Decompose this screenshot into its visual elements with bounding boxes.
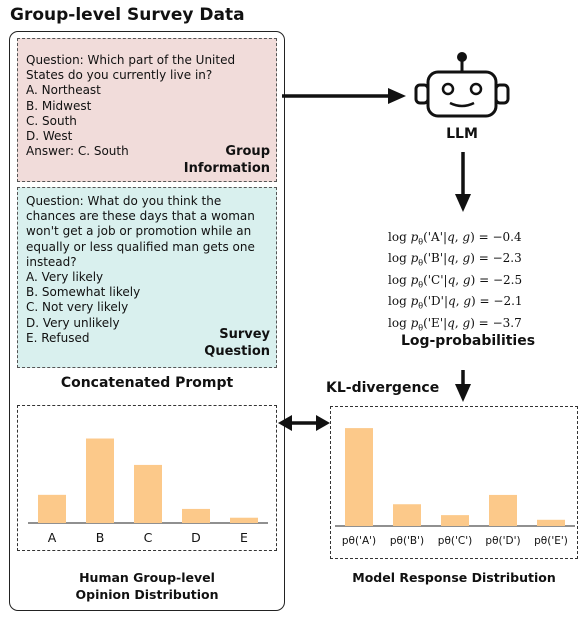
human-distribution-label: Human Group-level Opinion Distribution — [75, 570, 219, 602]
logprob-line-e: log pθ('E'|q, g) = −3.7 — [388, 315, 522, 332]
llm-label: LLM — [446, 126, 478, 142]
tick-label-0: pθ('A') — [342, 535, 376, 547]
group-information-label: Group Information — [183, 144, 270, 176]
prompt-to-llm-arrow — [282, 88, 406, 104]
bar-3 — [182, 508, 210, 523]
logprob-value: −0.4 — [492, 230, 522, 244]
kl-double-arrow — [278, 415, 330, 431]
bar-4 — [230, 517, 258, 523]
bar-4 — [537, 519, 565, 526]
survey-question-box: Question: What do you think the chances … — [17, 187, 277, 368]
survey-question-label: Survey Question — [204, 327, 270, 359]
logprobs-to-model-arrow — [455, 370, 471, 402]
tick-label-1: B — [96, 530, 105, 545]
logprob-value: −2.1 — [493, 294, 523, 309]
survey-data-container — [9, 31, 285, 611]
bar-2 — [134, 464, 162, 523]
bar-1 — [86, 438, 114, 523]
logprob-value: −2.3 — [492, 251, 522, 266]
bar-1 — [393, 504, 421, 526]
group-information-box: Question: Which part of the United State… — [17, 38, 277, 182]
logprob-line-d: log pθ('D'|q, g) = −2.1 — [388, 294, 523, 311]
tick-label-3: D — [191, 530, 201, 545]
model-chart-svg: pθ('A') pθ('B') pθ('C') pθ('D') pθ('E') — [335, 428, 575, 547]
logprob-value: −2.5 — [492, 272, 523, 287]
tick-label-2: C — [144, 530, 153, 545]
tick-label-1: pθ('B') — [390, 535, 424, 547]
tick-label-0: A — [48, 530, 57, 545]
logprob-line-b: log pθ('B'|q, g) = −2.3 — [388, 251, 522, 268]
model-distribution-chart: pθ('A') pθ('B') pθ('C') pθ('D') pθ('E') — [330, 406, 578, 559]
robot-icon — [414, 52, 510, 118]
logprobs-title: Log-probabilities — [400, 333, 536, 349]
llm-to-logprobs-arrow — [455, 152, 471, 212]
logprob-line-c: log pθ('C'|q, g) = −2.5 — [388, 272, 523, 290]
bar-2 — [441, 515, 469, 526]
tick-label-2: pθ('C') — [438, 535, 472, 547]
model-distribution-label: Model Response Distribution — [352, 570, 556, 585]
bar-3 — [489, 494, 517, 526]
tick-label-4: pθ('E') — [534, 535, 568, 547]
survey-question-text: Question: What do you think the chances … — [26, 194, 255, 345]
tick-label-3: pθ('D') — [485, 535, 520, 547]
group-question-text: Question: Which part of the United State… — [26, 53, 236, 159]
logprob-value: −3.7 — [492, 315, 522, 330]
page-title: Group-level Survey Data — [10, 5, 245, 25]
human-distribution-chart: A B C D E — [17, 405, 277, 551]
bar-0 — [345, 428, 373, 526]
human-chart-svg: A B C D E — [28, 438, 268, 545]
bar-0 — [38, 494, 66, 523]
logprob-list: log pθ('A'|q, g) = −0.4 log pθ('B'|q, g) … — [388, 229, 523, 336]
concatenated-prompt-label: Concatenated Prompt — [60, 375, 234, 391]
kl-divergence-label: KL-divergence — [326, 380, 440, 396]
tick-label-4: E — [240, 530, 248, 545]
logprob-line-a: log pθ('A'|q, g) = −0.4 — [388, 230, 522, 247]
